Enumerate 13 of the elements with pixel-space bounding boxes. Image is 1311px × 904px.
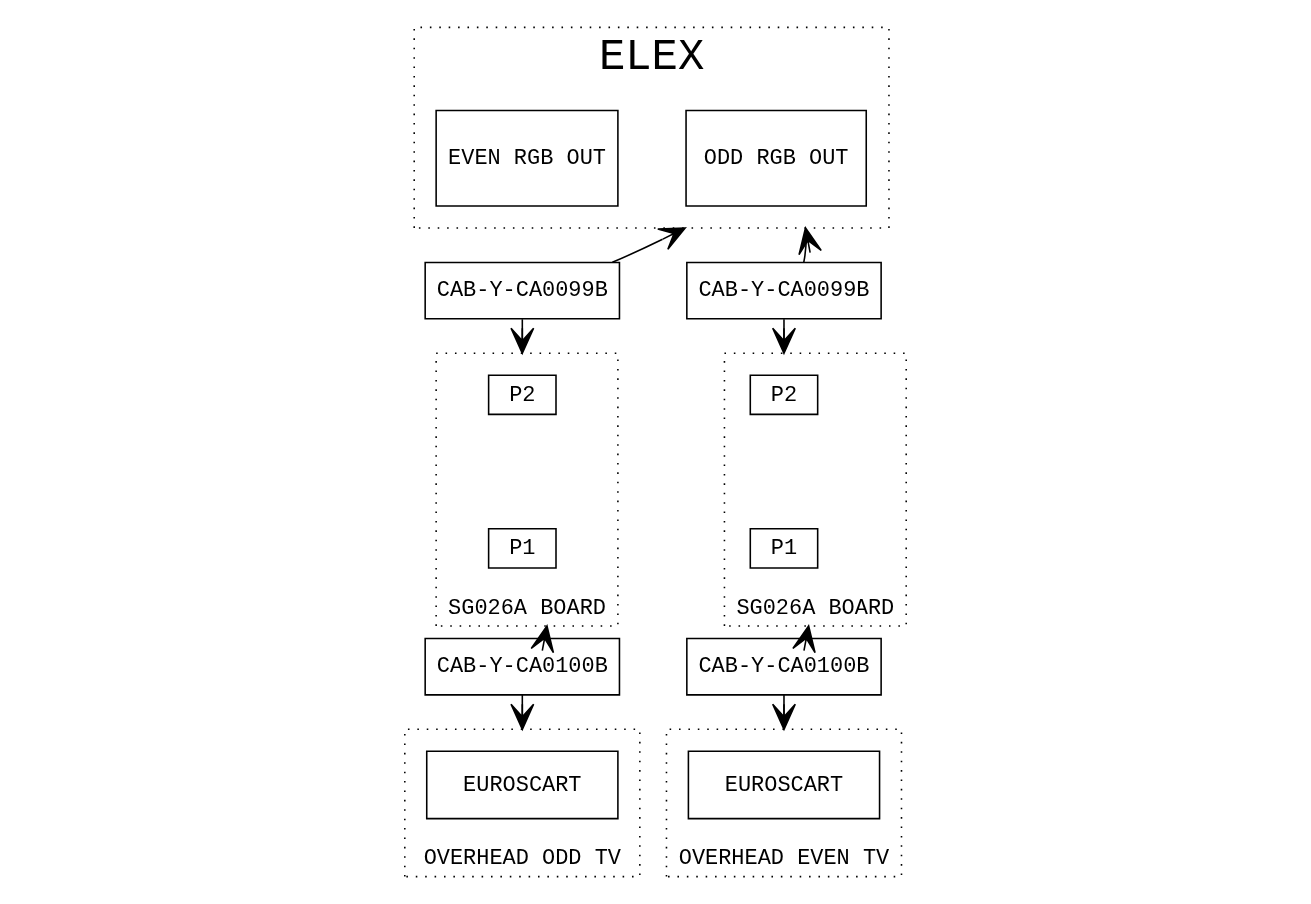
node-box: EVEN RGB OUT (435, 109, 619, 207)
arrow (530, 625, 555, 654)
node-box: EUROSCART (687, 750, 881, 820)
arrow (792, 625, 816, 654)
node-box: P2 (487, 374, 557, 416)
node-box: CAB-Y-CA0099B (424, 261, 621, 320)
node-box: P1 (749, 528, 819, 569)
node-box: CAB-Y-CA0099B (686, 261, 882, 320)
node-box: EUROSCART (425, 750, 619, 820)
node-box: P2 (749, 374, 819, 416)
node-box: ODD RGB OUT (685, 109, 868, 207)
arrow (611, 227, 687, 264)
node-box: P1 (487, 528, 557, 569)
